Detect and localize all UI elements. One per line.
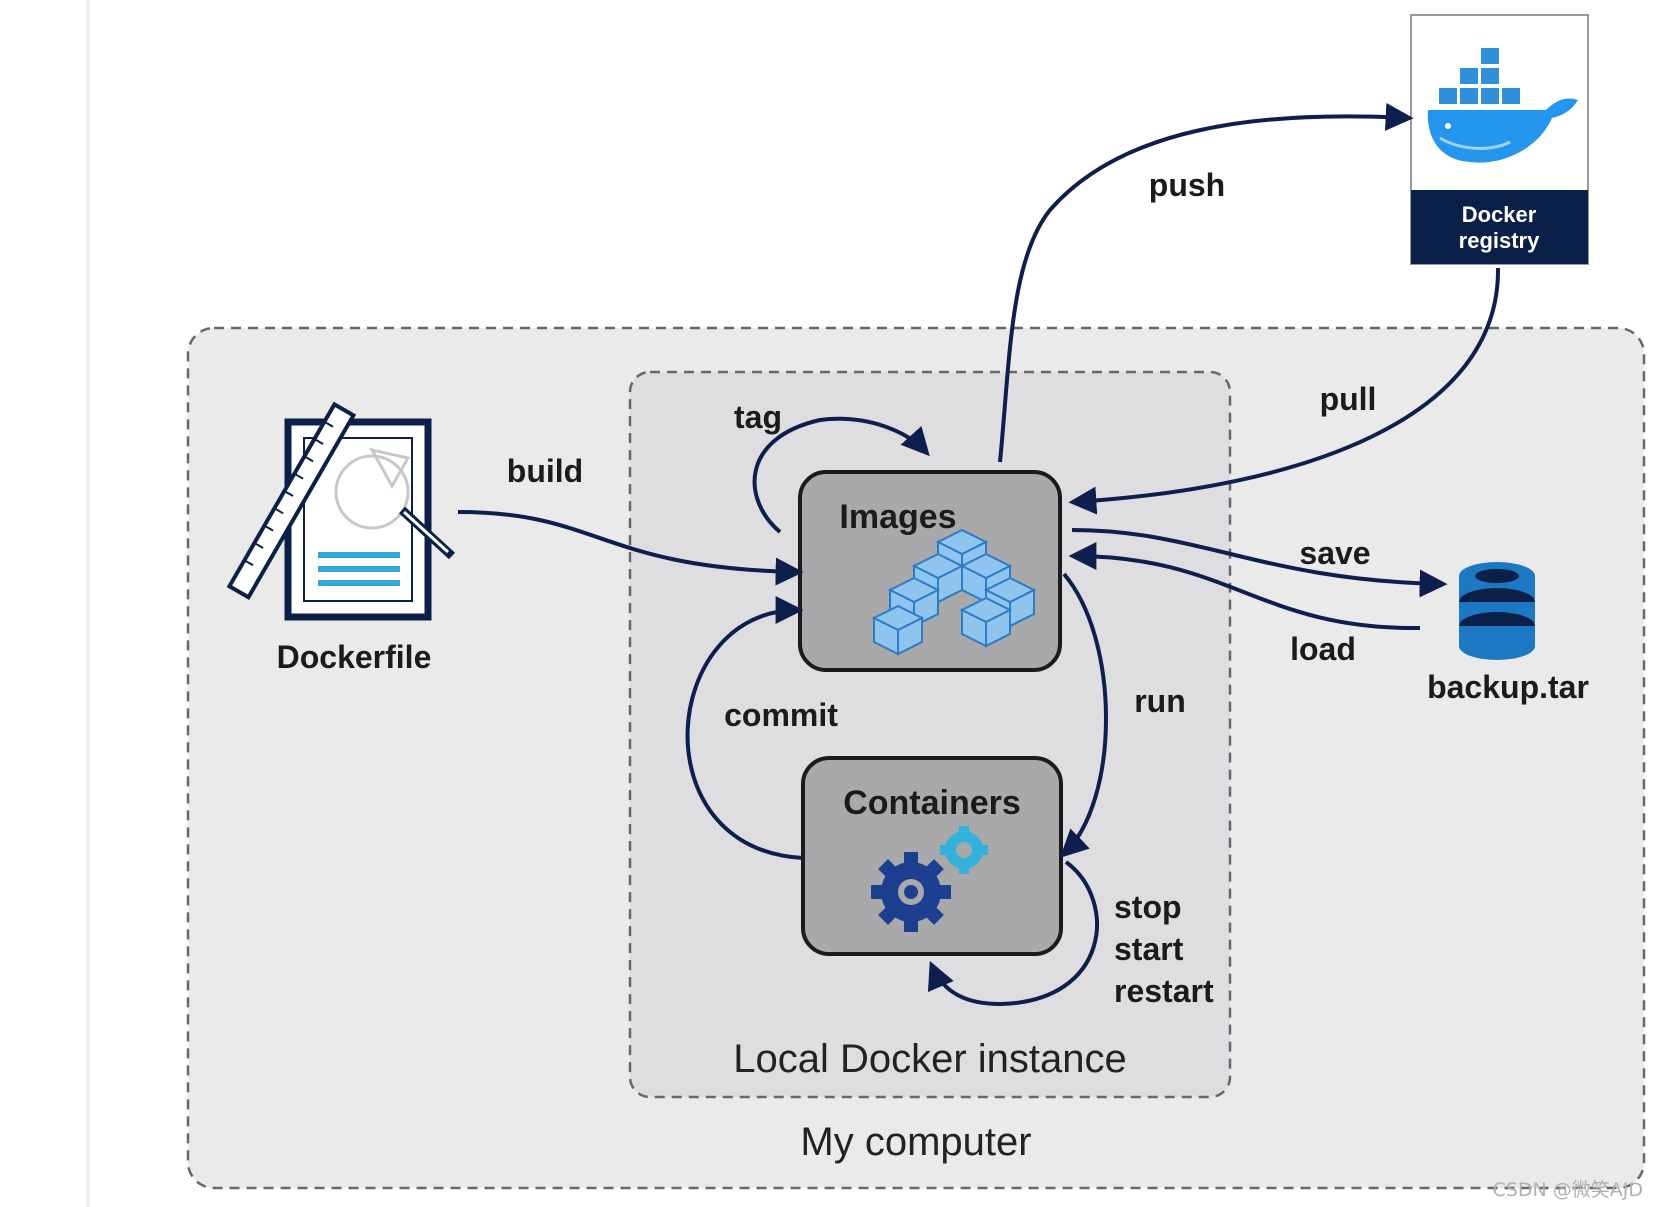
backup-label: backup.tar: [1427, 669, 1589, 705]
my-computer-label: My computer: [800, 1120, 1031, 1164]
save-label: save: [1299, 535, 1370, 571]
load-label: load: [1290, 631, 1356, 667]
push-label: push: [1149, 167, 1225, 203]
cubes-icon: [871, 528, 1037, 656]
run-label: run: [1134, 683, 1186, 719]
load-arrow: [1068, 542, 1421, 631]
left-margin-strip: [0, 0, 88, 1207]
pull-arrow: [1068, 267, 1501, 515]
database-icon: [1459, 562, 1535, 660]
tag-arrow: [752, 416, 930, 534]
lifecycle-arrow: [927, 860, 1099, 1007]
dockerfile-icon: [226, 401, 456, 621]
images-label: Images: [839, 498, 956, 536]
containers-label: Containers: [843, 784, 1021, 822]
push-arrow: [998, 102, 1414, 463]
registry-label-line2: registry: [1459, 228, 1540, 253]
local-docker-instance-label: Local Docker instance: [733, 1037, 1127, 1081]
docker-registry-node: Docker registry: [1410, 14, 1589, 265]
commit-label: commit: [724, 697, 838, 733]
save-arrow: [1071, 528, 1448, 598]
page-divider: [86, 0, 90, 1207]
start-label: start: [1114, 931, 1184, 967]
docker-whale-icon: [1427, 48, 1578, 163]
images-node: Images: [798, 470, 1062, 672]
commit-arrow: [685, 596, 804, 860]
pull-label: pull: [1320, 381, 1377, 417]
gears-icon: [871, 826, 988, 932]
build-arrow: [457, 510, 804, 586]
containers-node: Containers: [801, 756, 1063, 956]
build-label: build: [507, 453, 583, 489]
restart-label: restart: [1114, 973, 1214, 1009]
watermark: CSDN @微笑AJD: [1493, 1179, 1643, 1201]
registry-label-line1: Docker: [1462, 202, 1537, 227]
tag-label: tag: [734, 399, 782, 435]
dockerfile-label: Dockerfile: [277, 639, 432, 675]
stop-label: stop: [1114, 889, 1182, 925]
run-arrow: [1059, 572, 1108, 858]
